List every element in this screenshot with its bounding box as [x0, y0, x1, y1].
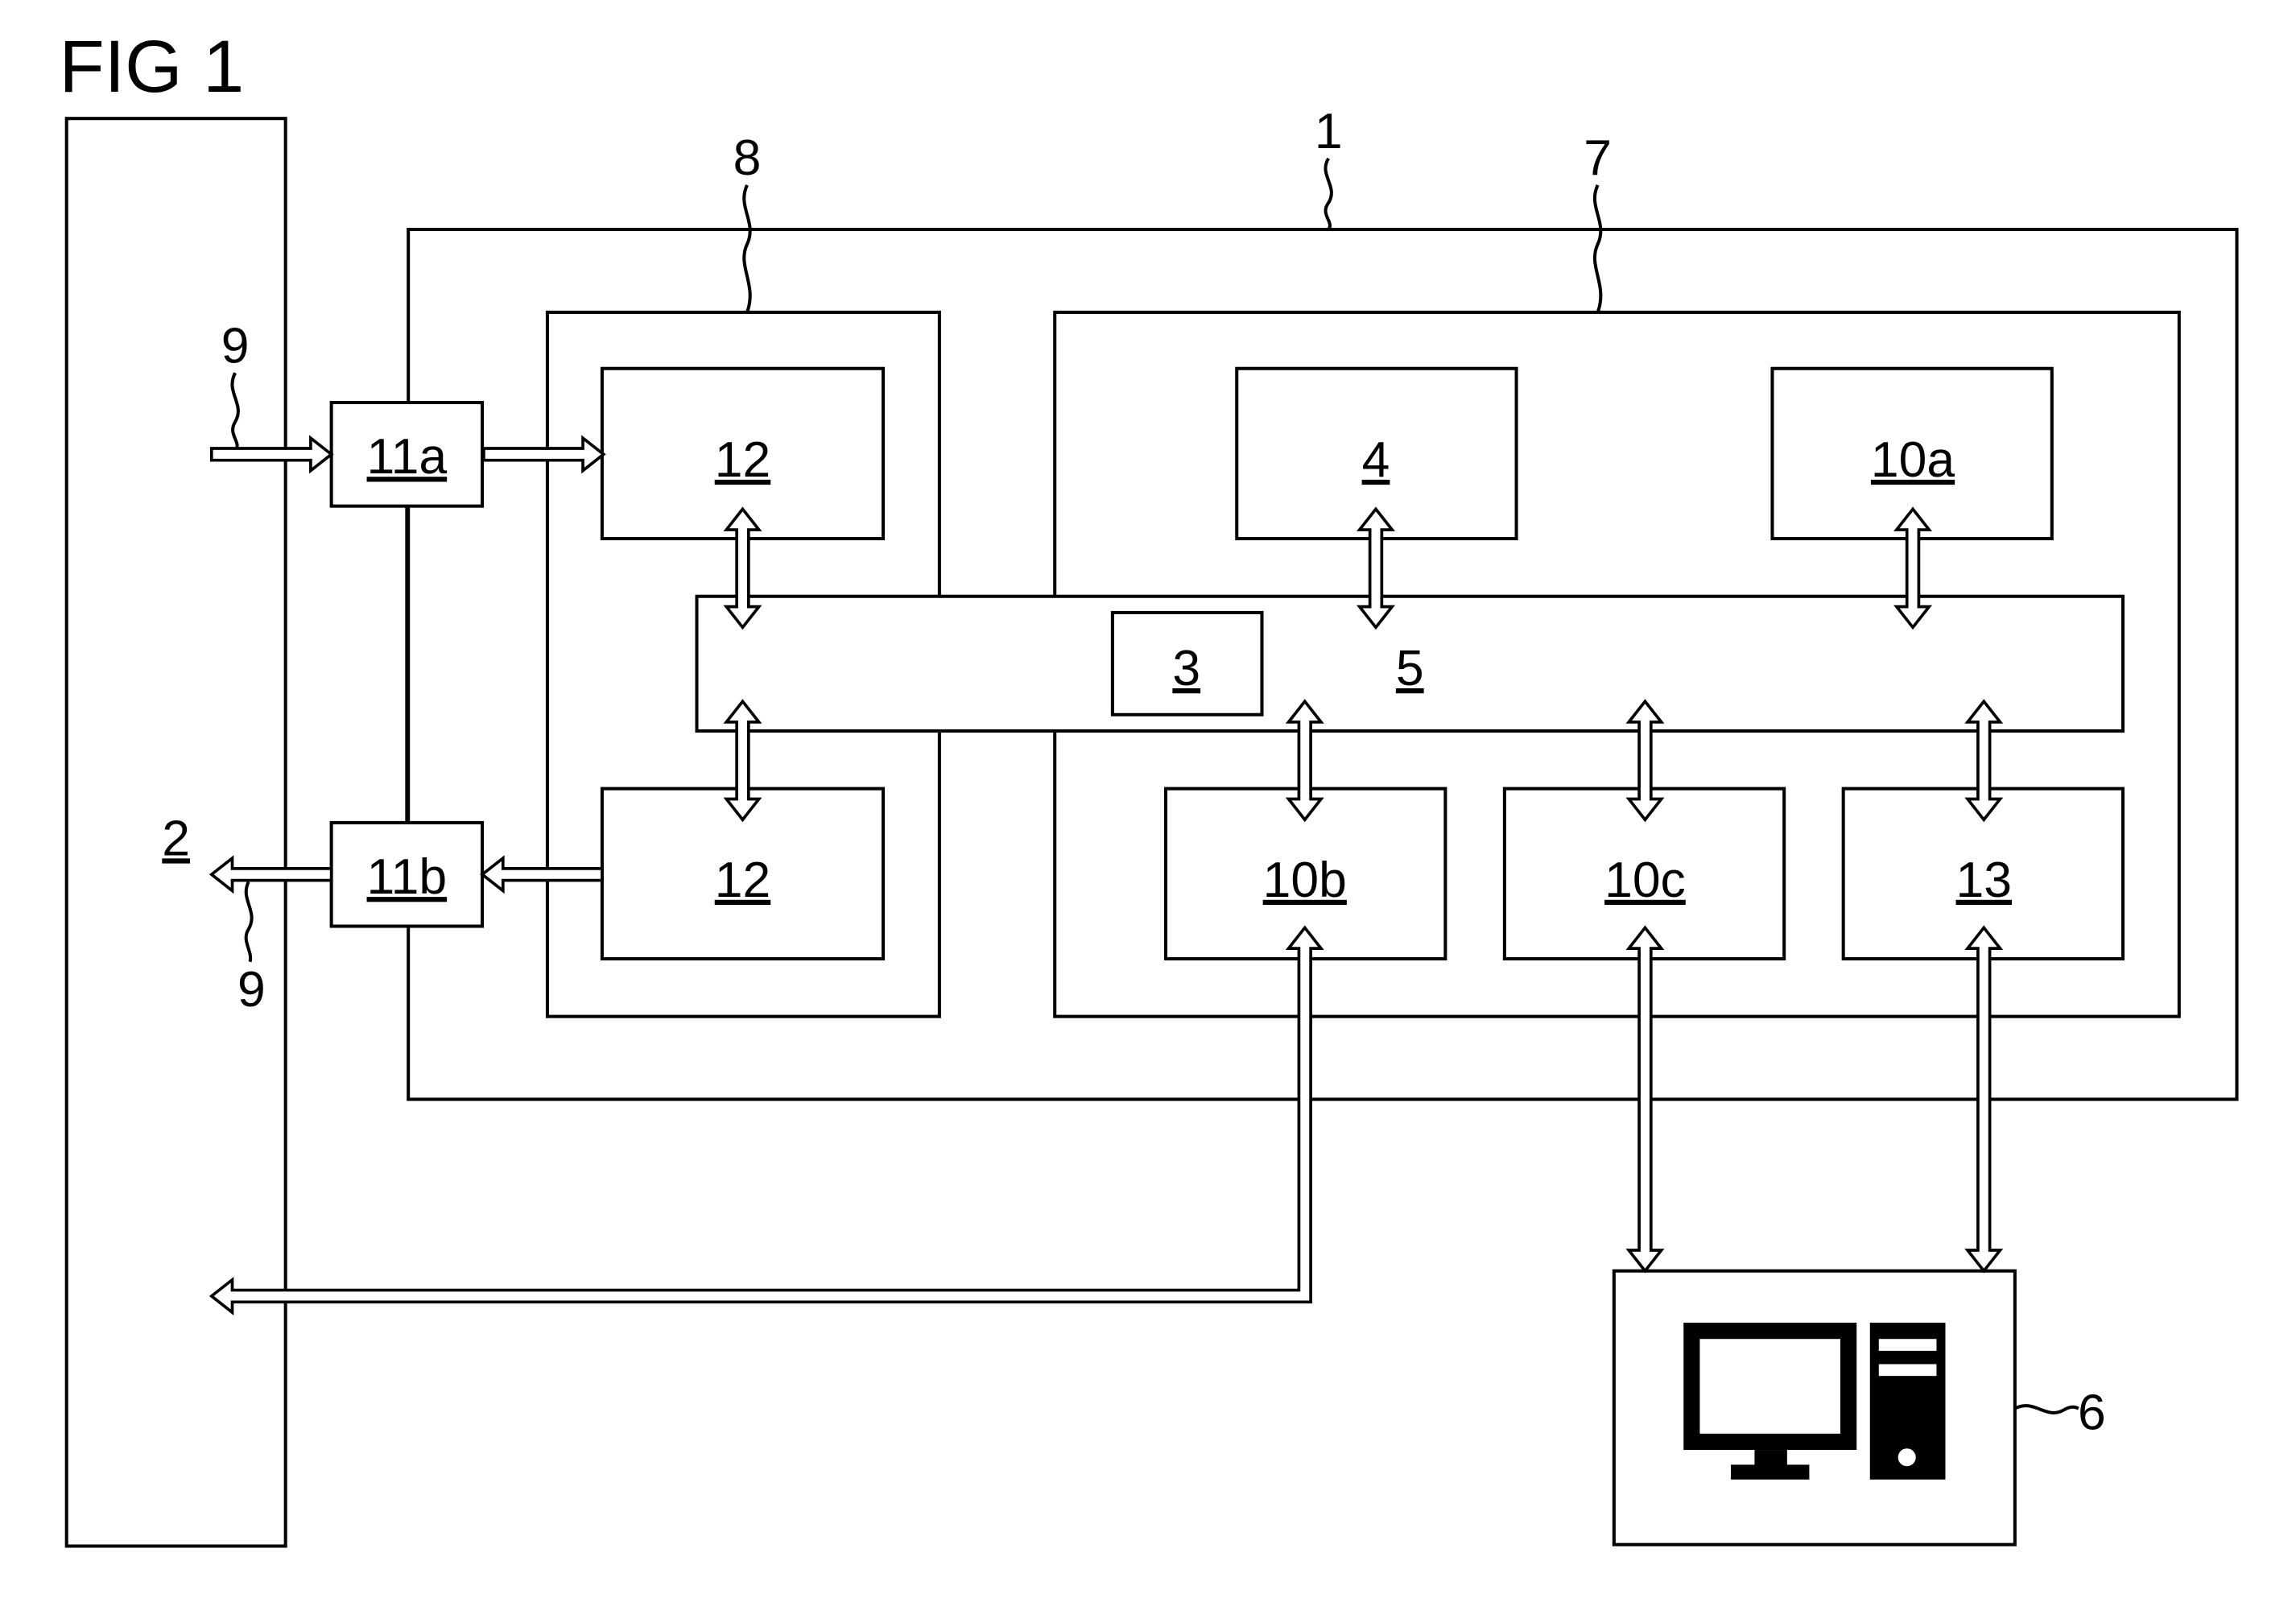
ref-label-8: 8 [733, 130, 762, 186]
computer-box [1612, 1269, 2017, 1546]
figure-title: FIG 1 [60, 26, 245, 108]
block-4-label: 4 [1362, 432, 1390, 488]
io-in-label: 11a [367, 428, 448, 485]
leader-line-9-in [230, 372, 240, 449]
bus-link-arrow [723, 699, 762, 823]
bus-5-label: 5 [1396, 640, 1424, 696]
computer-link-arrow [1964, 925, 2004, 1274]
block-10a-label: 10a [1871, 432, 1955, 488]
leader-line-1 [1324, 157, 1333, 231]
module-12-upper-label: 12 [715, 432, 770, 488]
bus-5-box [695, 594, 2125, 733]
leader-line-8 [742, 184, 752, 313]
block-10b-label: 10b [1263, 852, 1347, 908]
ref-label-7: 7 [1584, 130, 1612, 186]
leader-line-7 [1592, 184, 1603, 313]
block-3-label: 3 [1172, 640, 1200, 696]
io-out-label: 11b [367, 849, 448, 905]
ref-label-6: 6 [2078, 1384, 2106, 1440]
bus-link-arrow [1964, 699, 2004, 823]
ref-label-9-out: 9 [237, 961, 266, 1018]
ref-label-1: 1 [1315, 103, 1343, 159]
bus-link-arrow [1357, 506, 1395, 630]
desktop-computer-icon [1683, 1323, 1946, 1480]
block-13-label: 13 [1956, 852, 2012, 908]
bus-link-arrow [1893, 506, 1933, 630]
signal-in-arrow [209, 435, 334, 474]
plant-box [64, 117, 287, 1548]
bus-link-arrow [1285, 699, 1324, 823]
module-12-lower-label: 12 [715, 852, 770, 908]
bus-link-arrow [723, 506, 762, 630]
ref-label-9-in: 9 [221, 317, 250, 374]
block-3-box [1110, 610, 1264, 716]
signal-out-arrow [209, 855, 333, 894]
bus-link-arrow [1625, 699, 1665, 823]
leader-line-6 [2013, 1404, 2079, 1414]
computer-link-arrow [1625, 925, 1665, 1274]
leader-line-9-out [244, 881, 254, 963]
feedback-to-plant-arrow [209, 925, 1324, 1315]
block-10c-label: 10c [1604, 852, 1686, 908]
module-to-io-arrow [480, 855, 604, 894]
io-to-module-arrow [482, 435, 606, 474]
ref-label-2: 2 [162, 810, 190, 866]
